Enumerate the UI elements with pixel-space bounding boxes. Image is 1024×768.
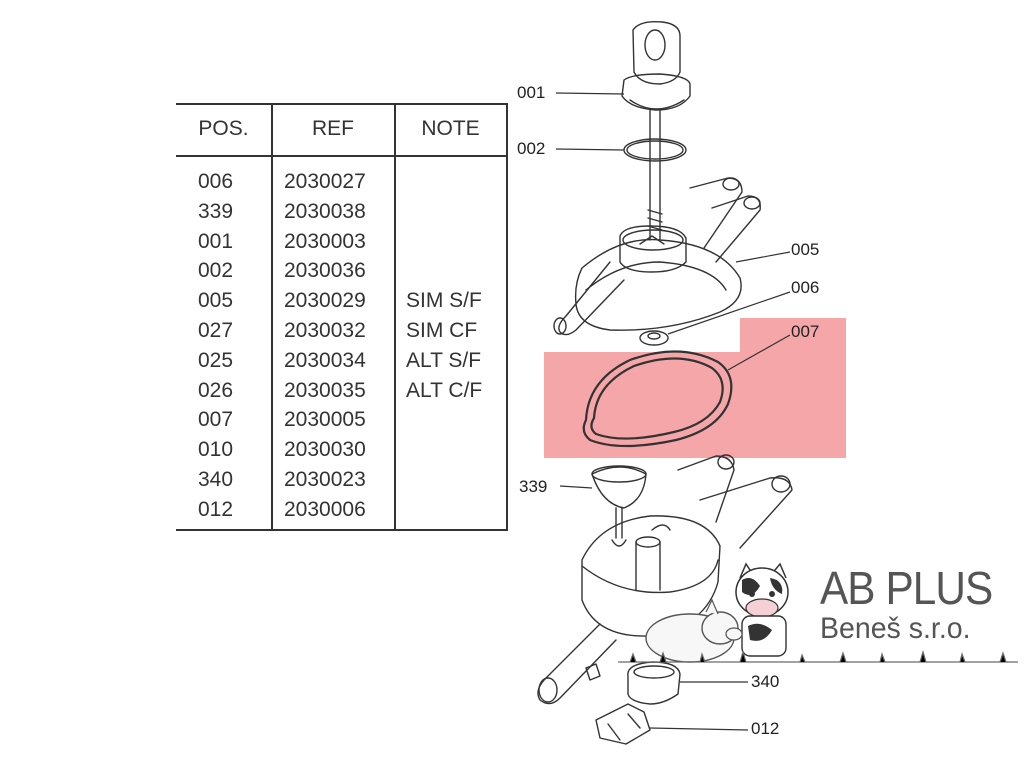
cell-note <box>406 167 482 197</box>
logo-mascot-cow <box>735 562 789 657</box>
cell-note <box>406 405 482 435</box>
parts-table: POS. REF NOTE 006 339 001 002 005 027 02… <box>176 103 508 531</box>
cell-note: SIM S/F <box>406 289 482 313</box>
header-ref: REF <box>312 117 354 140</box>
cell-note: ALT S/F <box>406 348 482 372</box>
cell-pos: 339 <box>198 199 234 223</box>
cell-pos: 340 <box>198 467 234 491</box>
column-note: SIM S/F SIM CF ALT S/F ALT C/F <box>406 167 482 525</box>
cell-pos: 027 <box>198 318 234 342</box>
company-logo: AB PLUS Beneš s.r.o. <box>820 564 1007 646</box>
logo-mascot-pig <box>645 598 743 663</box>
part-002-o-ring <box>623 138 687 162</box>
logo-line-1: AB PLUS <box>820 562 993 614</box>
cell-note <box>406 435 482 465</box>
cell-ref: 2030032 <box>284 318 366 342</box>
part-lower-bowl <box>537 454 793 705</box>
column-pos: 006 339 001 002 005 027 025 026 007 010 … <box>198 167 233 525</box>
label-part-005: 005 <box>791 240 820 259</box>
label-part-012: 012 <box>751 719 780 738</box>
cell-note <box>406 227 482 257</box>
label-part-339: 339 <box>519 477 548 496</box>
cell-ref: 2030034 <box>284 348 366 372</box>
column-ref: 2030027 2030038 2030003 2030036 2030029 … <box>284 167 366 525</box>
cell-ref: 2030027 <box>284 170 366 193</box>
cell-note <box>406 495 482 525</box>
part-small-clip <box>585 663 601 681</box>
cell-ref: 2030006 <box>284 497 366 521</box>
cell-note: SIM CF <box>406 318 478 342</box>
header-pos: POS. <box>198 117 249 140</box>
cell-pos: 007 <box>198 408 234 432</box>
cell-ref: 2030023 <box>284 467 366 491</box>
part-005-upper-cover <box>553 177 761 336</box>
label-part-001: 001 <box>517 83 546 102</box>
cell-ref: 2030005 <box>284 408 366 432</box>
label-part-007: 007 <box>791 322 820 341</box>
highlight-region <box>544 318 846 458</box>
cell-pos: 001 <box>198 229 234 253</box>
cell-pos: 002 <box>198 259 234 283</box>
part-007-gasket <box>582 350 733 448</box>
cell-pos: 006 <box>198 170 234 193</box>
cell-pos: 025 <box>198 348 234 372</box>
logo-grass <box>618 649 1018 663</box>
cell-pos: 010 <box>198 438 234 462</box>
cell-pos: 012 <box>198 497 234 521</box>
cell-pos: 026 <box>198 378 234 402</box>
cell-ref: 2030003 <box>284 229 366 253</box>
cell-note: ALT C/F <box>406 378 483 402</box>
part-006-washer <box>639 330 669 346</box>
label-part-006: 006 <box>791 278 820 297</box>
cell-ref: 2030038 <box>284 199 366 223</box>
cell-pos: 005 <box>198 289 234 313</box>
cell-ref: 2030029 <box>284 289 366 313</box>
cell-note <box>406 465 482 495</box>
label-part-340: 340 <box>751 672 780 691</box>
part-339-valve <box>591 465 647 547</box>
cell-note <box>406 197 482 227</box>
part-012-bracket <box>595 703 651 745</box>
cell-note <box>406 256 482 286</box>
label-part-002: 002 <box>517 139 546 158</box>
part-340-nut <box>627 661 681 705</box>
logo-line-2: Beneš s.r.o. <box>820 612 971 645</box>
cell-ref: 2030036 <box>284 259 366 283</box>
header-note: NOTE <box>421 117 480 140</box>
part-001-valve-stem <box>621 20 691 241</box>
cell-ref: 2030035 <box>284 378 366 402</box>
cell-ref: 2030030 <box>284 438 366 462</box>
